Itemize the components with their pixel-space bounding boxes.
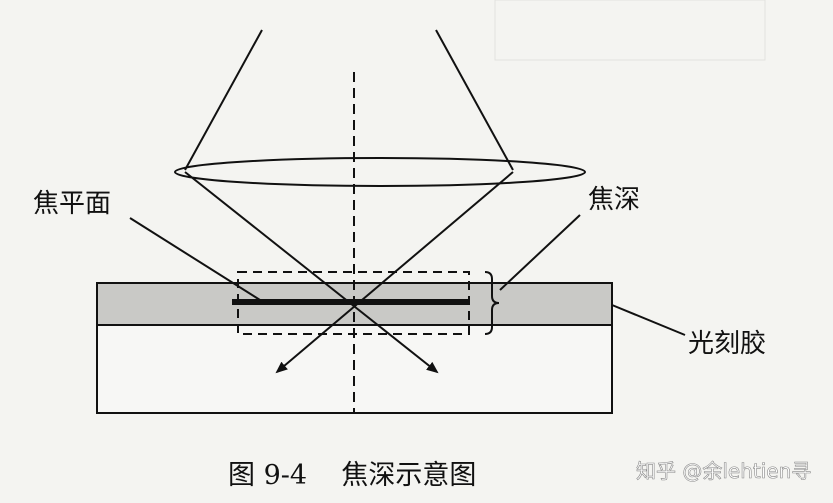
background-smudge: [494, 0, 766, 61]
converging-ray-left: [184, 171, 439, 374]
depth-of-focus-bracket: [484, 271, 500, 335]
figure-caption: 图 9-4 焦深示意图: [228, 460, 476, 491]
watermark: 知乎 @余lehtien寻: [636, 459, 811, 483]
incident-ray-right: [435, 29, 514, 171]
focal-plane-leader: [129, 217, 261, 301]
depth-of-focus-leader: [499, 214, 581, 291]
lens: [174, 157, 586, 187]
photoresist-leader: [611, 304, 686, 336]
incident-ray-left: [184, 29, 263, 171]
depth-of-focus-label: 焦深: [588, 185, 640, 215]
focal-plane-label: 焦平面: [33, 189, 111, 219]
photoresist-label: 光刻胶: [688, 329, 766, 359]
